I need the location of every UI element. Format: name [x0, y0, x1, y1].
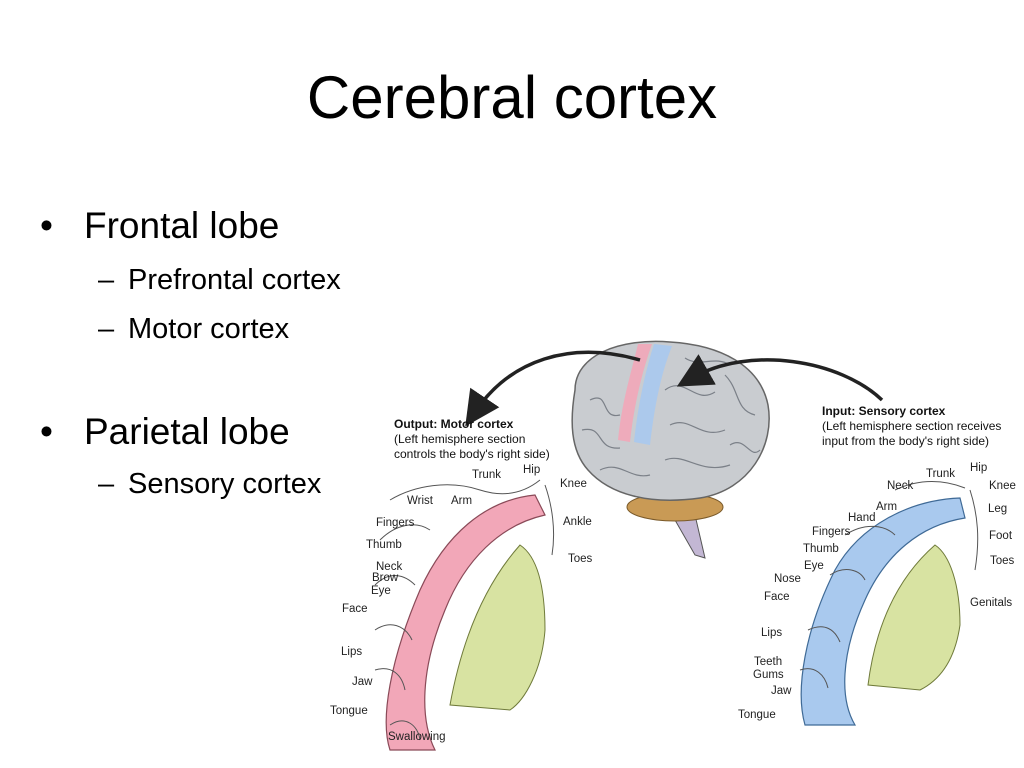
- sensory-label-jaw: Jaw: [771, 685, 792, 697]
- motor-homunculus: Trunk Hip Knee Wrist Arm Fingers Ankle T…: [330, 464, 593, 751]
- sensory-label-arm: Arm: [876, 501, 897, 513]
- sensory-label-hip: Hip: [970, 462, 987, 474]
- motor-label-ankle: Ankle: [563, 516, 592, 528]
- sensory-caption-line1: (Left hemisphere section receives: [822, 419, 1001, 433]
- sensory-body-outline: [799, 481, 979, 689]
- sensory-label-leg: Leg: [988, 503, 1007, 515]
- sensory-label-knee: Knee: [989, 480, 1016, 492]
- motor-label-brow: Brow: [372, 572, 399, 584]
- sensory-label-foot: Foot: [989, 530, 1013, 542]
- motor-label-arm: Arm: [451, 495, 472, 507]
- sensory-label-thumb: Thumb: [803, 543, 839, 555]
- sensory-label-fingers: Fingers: [812, 526, 851, 538]
- sensory-label-trunk: Trunk: [926, 468, 955, 480]
- bullet-icon: •: [40, 205, 53, 246]
- motor-label-neck: Neck: [376, 561, 402, 573]
- motor-cortex-strip: [385, 494, 546, 751]
- motor-strip: [618, 344, 652, 442]
- sensory-strip: [634, 344, 672, 445]
- cerebrum: [571, 340, 770, 501]
- motor-label-face: Face: [342, 603, 368, 615]
- sensory-label-gums: Gums: [753, 669, 784, 681]
- motor-caption-line1: (Left hemisphere section: [394, 432, 525, 446]
- motor-caption: Output: Motor cortex (Left hemisphere se…: [394, 417, 550, 461]
- sensory-label-hand: Hand: [848, 512, 876, 524]
- sub-bullet-text: Prefrontal cortex: [128, 264, 341, 296]
- brain-illustration: [571, 340, 770, 559]
- motor-caption-line2: controls the body's right side): [394, 447, 550, 461]
- bullet-text: Parietal lobe: [84, 411, 290, 452]
- sensory-label-toes: Toes: [990, 555, 1015, 567]
- sub-bullet-text: Sensory cortex: [128, 468, 322, 500]
- sensory-label-teeth: Teeth: [754, 656, 782, 668]
- sensory-caption-title: Input: Sensory cortex: [822, 404, 946, 418]
- dash-icon: –: [98, 313, 115, 345]
- motor-label-jaw: Jaw: [352, 676, 373, 688]
- sensory-caption: Input: Sensory cortex (Left hemisphere s…: [822, 404, 1001, 448]
- sensory-label-tongue: Tongue: [738, 709, 776, 721]
- dash-icon: –: [98, 468, 115, 500]
- sub-bullet-text: Motor cortex: [128, 313, 290, 345]
- sensory-label-lips: Lips: [761, 627, 782, 639]
- motor-label-eye: Eye: [371, 585, 391, 597]
- input-arrow: [676, 354, 884, 402]
- bullet-icon: •: [40, 411, 53, 452]
- motor-label-lips: Lips: [341, 646, 362, 658]
- motor-label-knee: Knee: [560, 478, 587, 490]
- motor-label-wrist: Wrist: [407, 495, 434, 507]
- sensory-label-genitals: Genitals: [970, 597, 1012, 609]
- sensory-label-neck: Neck: [887, 480, 913, 492]
- sensory-homunculus: Trunk Hip Neck Knee Arm Leg Hand Foot Fi…: [738, 462, 1016, 726]
- sensory-label-nose: Nose: [774, 573, 801, 585]
- motor-label-swallowing: Swallowing: [388, 731, 446, 743]
- slide-title: Cerebral cortex: [306, 64, 718, 131]
- dash-icon: –: [98, 264, 115, 296]
- output-arrow: [465, 350, 641, 427]
- motor-label-thumb: Thumb: [366, 539, 402, 551]
- sensory-caption-line2: input from the body's right side): [822, 434, 989, 448]
- sensory-label-eye: Eye: [804, 560, 824, 572]
- motor-label-hip: Hip: [523, 464, 540, 476]
- sensory-white-matter: [867, 544, 961, 691]
- motor-label-fingers: Fingers: [376, 517, 415, 529]
- motor-label-trunk: Trunk: [472, 469, 501, 481]
- motor-white-matter: [449, 544, 546, 711]
- motor-caption-title: Output: Motor cortex: [394, 417, 514, 431]
- motor-label-tongue: Tongue: [330, 705, 368, 717]
- motor-label-toes: Toes: [568, 553, 593, 565]
- bullet-text: Frontal lobe: [84, 205, 280, 246]
- brainstem: [674, 514, 706, 559]
- sensory-cortex-strip: [800, 497, 966, 726]
- motor-body-outline: [374, 479, 555, 741]
- sensory-label-face: Face: [764, 591, 790, 603]
- cortex-diagram: Output: Motor cortex (Left hemisphere se…: [330, 340, 1016, 751]
